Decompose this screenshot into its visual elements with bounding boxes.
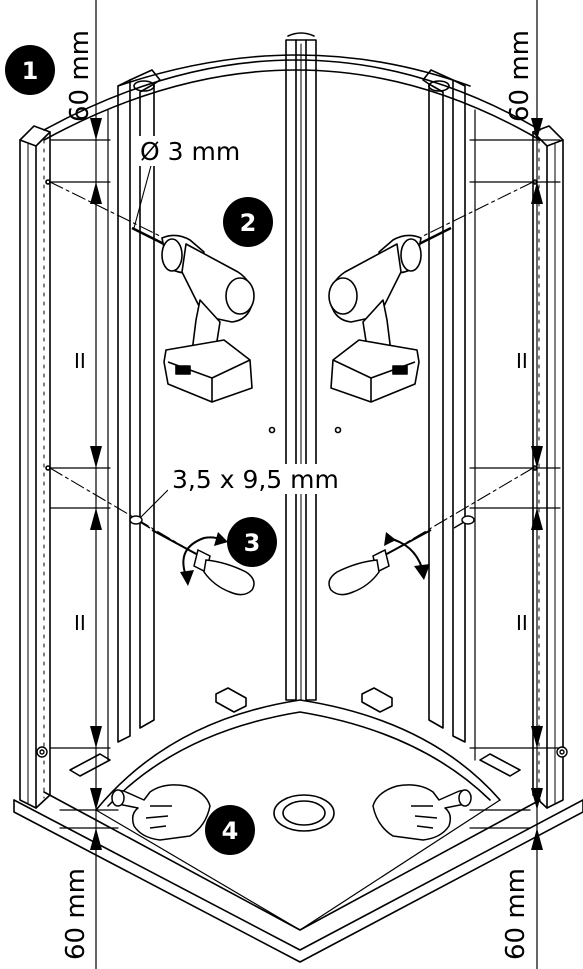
right-wall-profile bbox=[532, 125, 564, 809]
step-badge-2: 2 bbox=[223, 197, 273, 247]
rotation-arrow-icon bbox=[384, 532, 430, 580]
screwdriver-icon bbox=[328, 529, 432, 596]
equal-mark-right-lower: II bbox=[516, 611, 528, 635]
equal-mark-left-lower: II bbox=[74, 611, 86, 635]
screwdriver-icon bbox=[151, 529, 255, 596]
door-guides bbox=[69, 687, 521, 777]
dimension-top-right: 60 mm bbox=[505, 30, 535, 122]
dimension-bottom-right: 60 mm bbox=[501, 868, 531, 960]
dimension-top-left: 60 mm bbox=[65, 30, 95, 122]
dimension-arrows bbox=[90, 118, 543, 850]
left-door-frame bbox=[107, 69, 161, 761]
screw-size-label: 3,5 x 9,5 mm bbox=[172, 465, 339, 494]
step-badge-3: 3 bbox=[227, 517, 277, 567]
svg-text:1: 1 bbox=[22, 57, 39, 85]
dimension-bottom-left: 60 mm bbox=[61, 868, 91, 960]
right-door-frame bbox=[422, 69, 476, 761]
drill-icon bbox=[328, 226, 452, 403]
hand-icon bbox=[372, 784, 472, 841]
screw-icon bbox=[129, 515, 475, 529]
drill-lines bbox=[49, 181, 534, 581]
svg-text:4: 4 bbox=[222, 817, 239, 845]
equal-mark-left-upper: II bbox=[74, 349, 86, 373]
wall-plug bbox=[36, 746, 568, 758]
equal-mark-right-upper: II bbox=[516, 349, 528, 373]
rotation-arrow-icon bbox=[387, 537, 423, 569]
callout-leaders bbox=[133, 161, 169, 519]
svg-text:2: 2 bbox=[240, 209, 257, 237]
hole-marks bbox=[45, 179, 538, 471]
step-badge-1: 1 bbox=[5, 45, 55, 95]
shower-tray bbox=[13, 699, 583, 963]
left-wall-profile bbox=[19, 125, 51, 809]
drain-icon bbox=[273, 794, 335, 832]
rotation-arrow-icon bbox=[180, 532, 228, 586]
svg-text:3: 3 bbox=[244, 529, 261, 557]
drill-icon bbox=[131, 226, 255, 403]
drill-bit-size-label: Ø 3 mm bbox=[140, 137, 240, 166]
hand-icon bbox=[111, 784, 211, 841]
step-badge-4: 4 bbox=[205, 805, 255, 855]
center-profile bbox=[268, 32, 342, 701]
